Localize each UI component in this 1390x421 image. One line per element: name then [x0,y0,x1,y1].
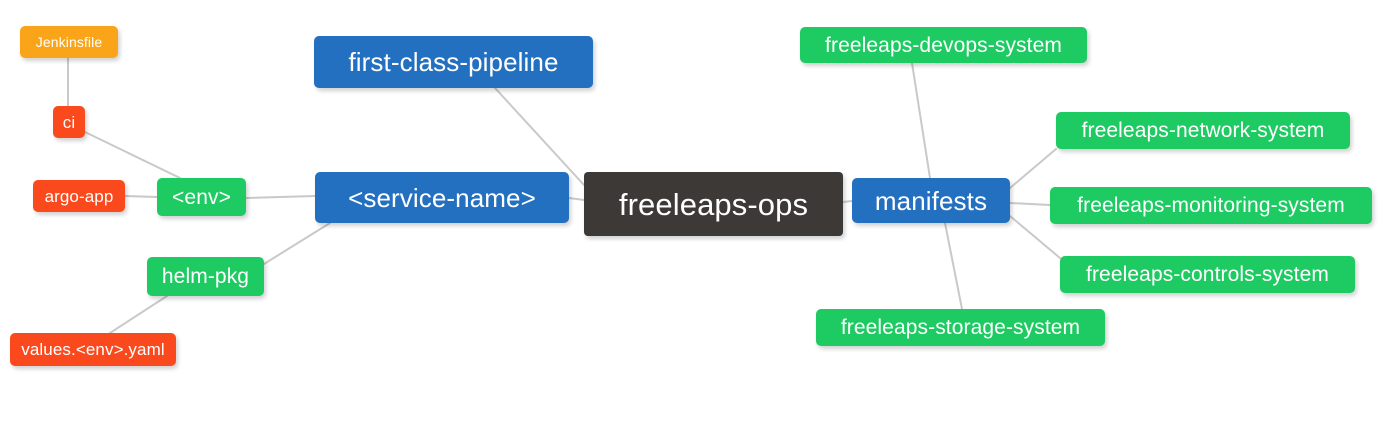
node-ci[interactable]: ci [53,106,85,138]
node-first-class-pipeline[interactable]: first-class-pipeline [314,36,593,88]
node-freeleaps-network-system[interactable]: freeleaps-network-system [1056,112,1350,149]
node-freeleaps-devops-system[interactable]: freeleaps-devops-system [800,27,1087,63]
edge-manifests-to-freeleaps-storage-system [944,222,963,310]
edge-manifests-to-freeleaps-monitoring-system [1009,202,1051,206]
edge-manifests-to-freeleaps-devops-system [911,62,931,179]
node-helm-pkg[interactable]: helm-pkg [147,257,264,296]
node-freeleaps-monitoring-system[interactable]: freeleaps-monitoring-system [1050,187,1372,224]
node-freeleaps-storage-system[interactable]: freeleaps-storage-system [816,309,1105,346]
edge-helm-pkg-to-values-env-yaml [109,295,168,334]
edge-service-name-to-helm-pkg [263,222,331,265]
edge-env-to-ci [84,131,181,179]
node-jenkinsfile[interactable]: Jenkinsfile [20,26,118,58]
node-manifests[interactable]: manifests [852,178,1010,223]
edge-env-to-argo-app [124,195,158,198]
edge-freeleaps-ops-to-manifests [842,200,853,203]
node-freeleaps-controls-system[interactable]: freeleaps-controls-system [1060,256,1355,293]
edge-freeleaps-ops-to-first-class-pipeline [494,87,585,186]
edge-manifests-to-freeleaps-network-system [1009,148,1057,189]
node-argo-app[interactable]: argo-app [33,180,125,212]
edge-service-name-to-env [245,195,316,199]
edge-freeleaps-ops-to-service-name [568,197,585,201]
node-service-name[interactable]: <service-name> [315,172,569,223]
node-env[interactable]: <env> [157,178,246,216]
node-freeleaps-ops[interactable]: freeleaps-ops [584,172,843,236]
node-values-env-yaml[interactable]: values.<env>.yaml [10,333,176,366]
